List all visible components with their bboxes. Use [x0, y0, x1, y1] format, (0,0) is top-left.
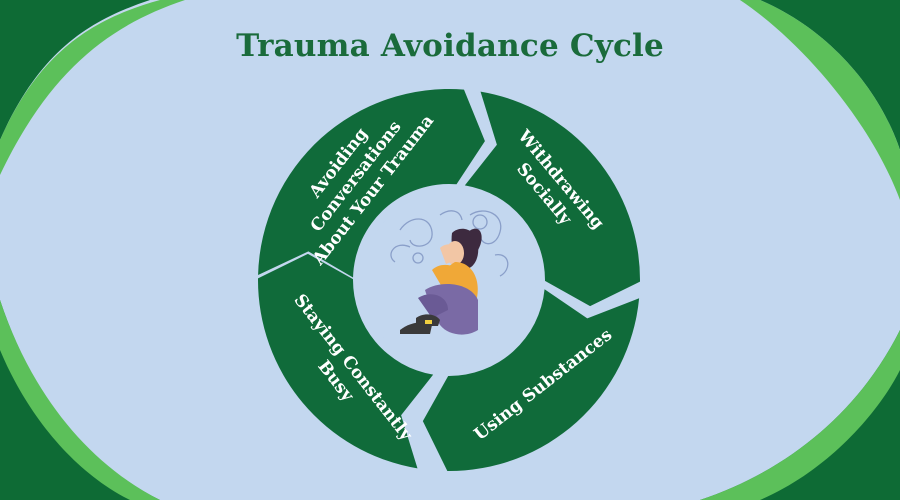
cycle-segment-4	[258, 253, 434, 469]
corner-swoosh-bottom-right	[700, 330, 900, 500]
cycle-segment-3	[422, 289, 640, 472]
corner-swoosh-bottom-left	[0, 300, 160, 500]
corner-swoosh-top-right	[760, 0, 900, 150]
corner-swoosh-top-left-accent	[0, 0, 185, 175]
corner-swoosh-top-left	[0, 0, 150, 140]
corner-swoosh-bottom-left-accent	[0, 300, 160, 500]
corner-swoosh-top-right-accent	[740, 0, 900, 200]
corner-swoosh-bottom-right-accent	[700, 330, 900, 500]
person-hugging-knees-icon	[390, 210, 509, 335]
diagram-title: Trauma Avoidance Cycle	[236, 28, 664, 64]
cycle-segment-2	[464, 91, 641, 307]
cycle-segment-1	[258, 89, 485, 278]
